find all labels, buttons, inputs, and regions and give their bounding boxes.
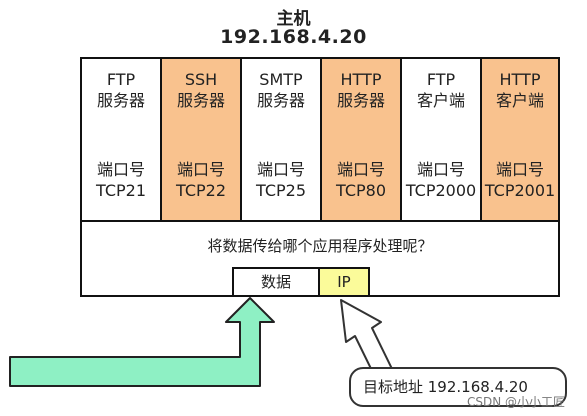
port-label: 端口号 [495, 160, 544, 179]
port-label: 端口号 [96, 160, 145, 179]
port-number: TCP21 [95, 181, 146, 200]
service-ftp-server: FTP 服务器 端口号 TCP21 [82, 59, 162, 220]
host-title: 主机 [276, 9, 311, 29]
service-http-server: HTTP 服务器 端口号 TCP80 [322, 59, 402, 220]
port-number: TCP2001 [484, 181, 556, 200]
service-name: SMTP [259, 70, 303, 89]
service-role: 服务器 [96, 91, 145, 110]
port-number: TCP25 [255, 181, 306, 200]
packet: 数据 IP [232, 267, 370, 297]
service-name: SSH [184, 70, 218, 89]
host-box: FTP 服务器 端口号 TCP21 SSH 服务器 端口号 TCP22 SMTP 服务器 … [80, 57, 560, 297]
question-text: 将数据传给哪个应用程序处理呢？ [207, 237, 433, 255]
host-ip-address: 192.168.4.20 [220, 26, 367, 48]
port-label: 端口号 [416, 160, 465, 179]
service-role: 客户端 [416, 91, 465, 110]
service-ftp-client: FTP 客户端 端口号 TCP2000 [402, 59, 482, 220]
port-number: TCP80 [335, 181, 386, 200]
watermark: CSDN @小小工匠 [466, 395, 565, 409]
port-number: TCP22 [175, 181, 226, 200]
service-name: HTTP [499, 70, 541, 89]
service-name: HTTP [340, 70, 382, 89]
service-role: 客户端 [495, 91, 544, 110]
service-http-client: HTTP 客户端 端口号 TCP2001 [482, 59, 558, 220]
service-ssh-server: SSH 服务器 端口号 TCP22 [162, 59, 242, 220]
destination-address-callout: 目标地址 192.168.4.20 [349, 367, 567, 407]
packet-data-field: 数据 [234, 269, 320, 295]
port-number: TCP2000 [405, 181, 477, 200]
port-label: 端口号 [256, 160, 305, 179]
service-name: FTP [106, 70, 136, 89]
port-label: 端口号 [336, 160, 385, 179]
incoming-data-arrow [9, 297, 275, 387]
service-role: 服务器 [256, 91, 305, 110]
port-label: 端口号 [176, 160, 225, 179]
row-divider [82, 220, 558, 222]
service-name: FTP [426, 70, 456, 89]
service-role: 服务器 [336, 91, 385, 110]
packet-ip-field: IP [320, 269, 368, 295]
service-role: 服务器 [176, 91, 225, 110]
service-smtp-server: SMTP 服务器 端口号 TCP25 [242, 59, 322, 220]
